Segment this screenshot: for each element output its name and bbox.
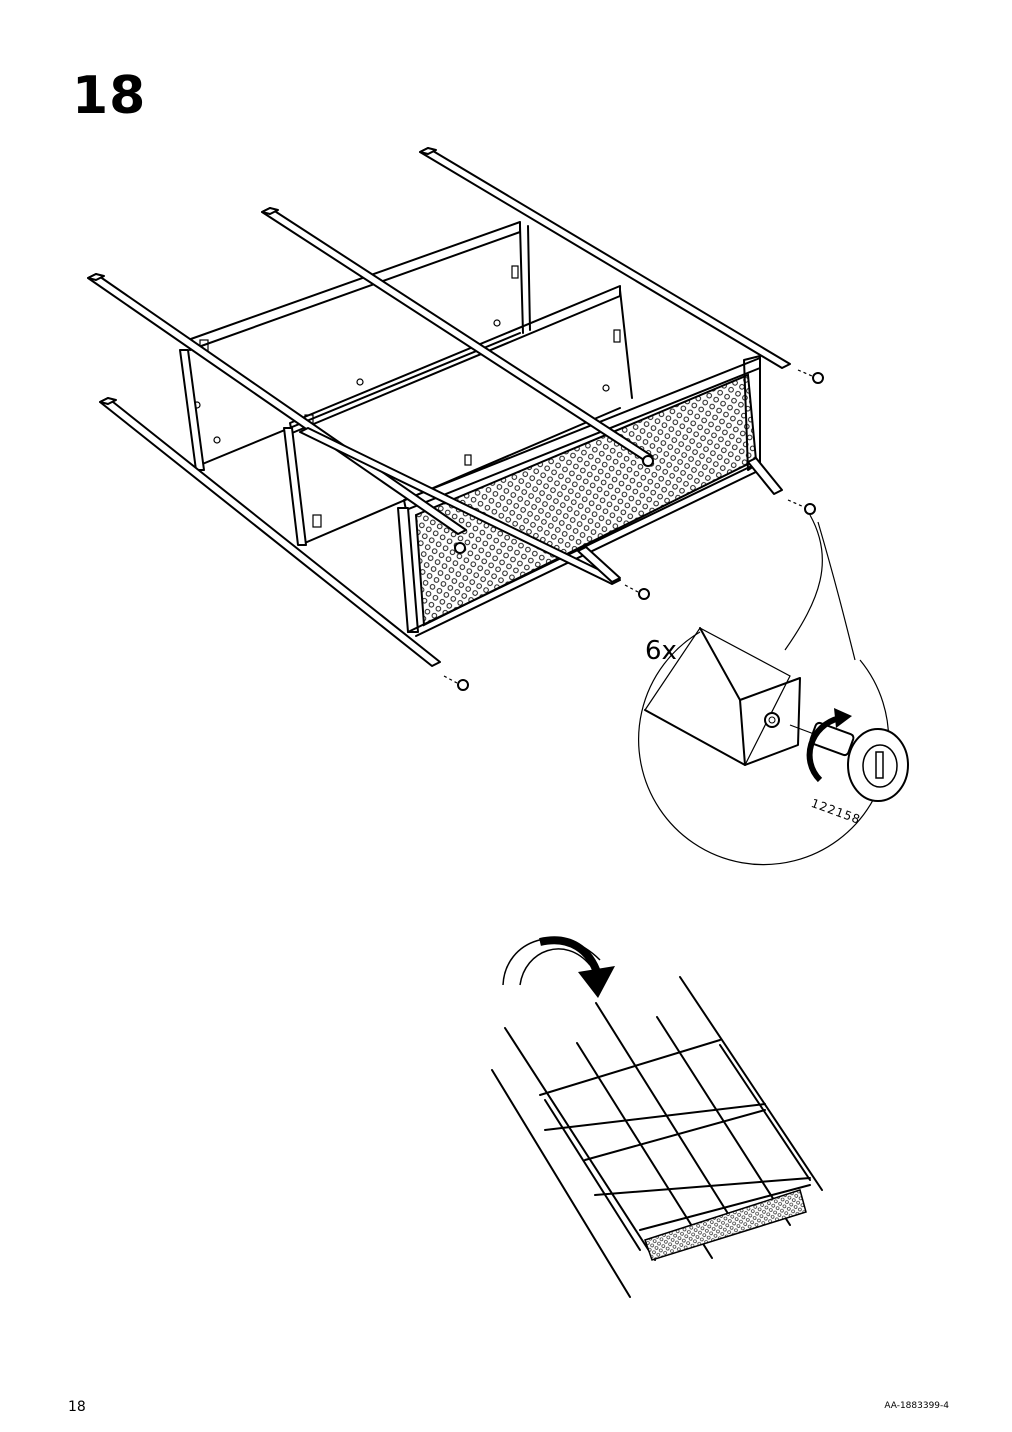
quantity-label: 6x bbox=[645, 636, 677, 666]
document-code: AA-1883399-4 bbox=[884, 1401, 949, 1411]
top-rails bbox=[87, 147, 791, 667]
vertical-posts bbox=[179, 349, 419, 633]
upright-frame-illustration bbox=[491, 976, 823, 1298]
flip-over-arrow bbox=[502, 936, 615, 998]
page-number: 18 bbox=[68, 1399, 86, 1415]
callout-connector bbox=[784, 514, 823, 651]
detail-callout bbox=[638, 627, 909, 866]
step-number: 18 bbox=[72, 66, 147, 126]
leveling-feet bbox=[443, 369, 824, 691]
